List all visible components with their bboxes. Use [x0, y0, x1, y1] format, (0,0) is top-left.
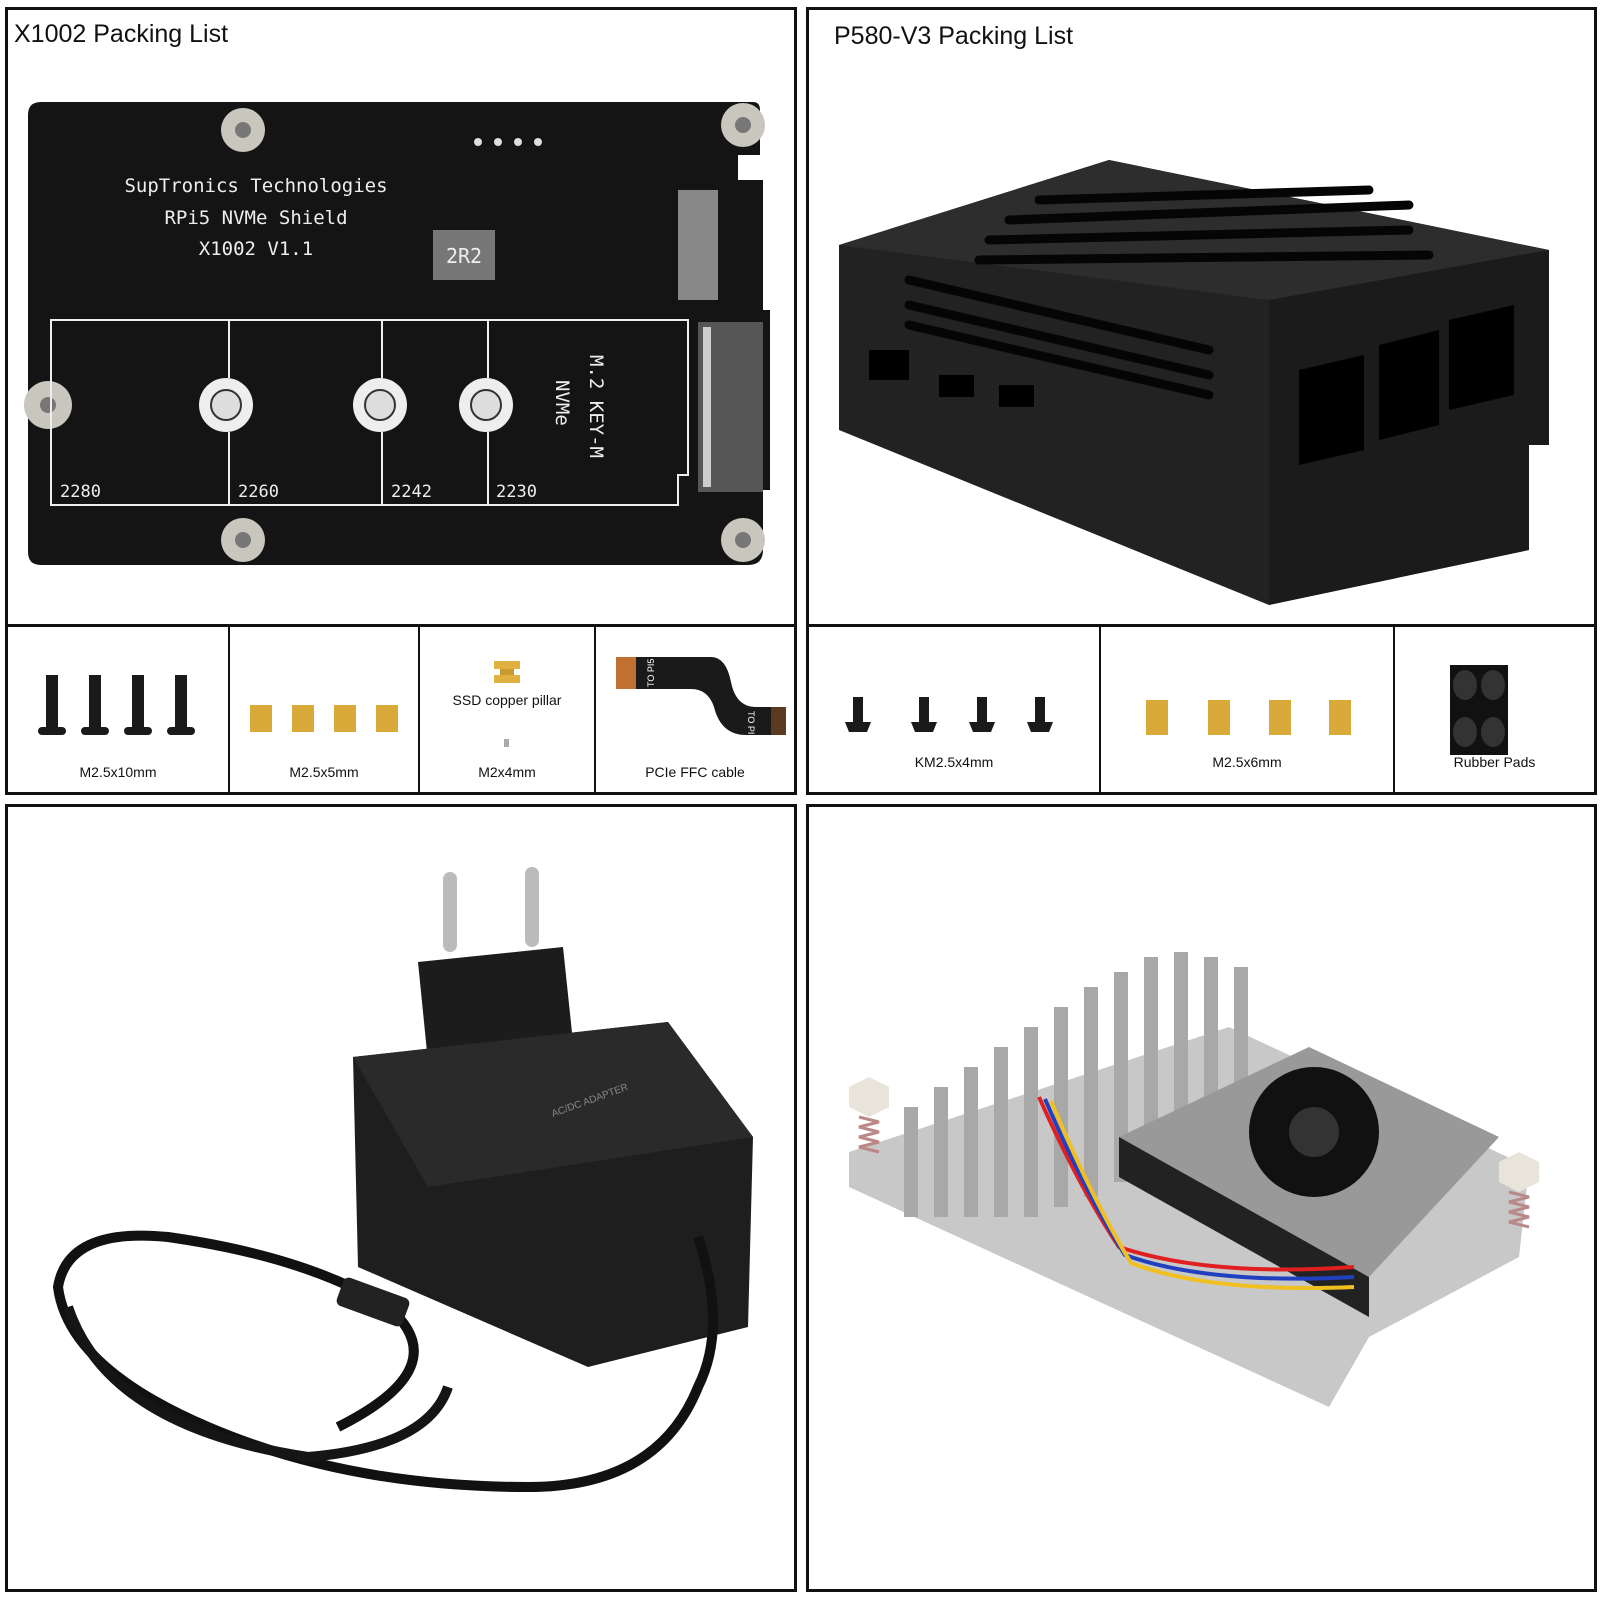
x1002-title: X1002 Packing List	[14, 20, 229, 48]
ffc-cable-icon: TO PI5 TO PIP	[616, 657, 786, 740]
board-text-2: RPi5 NVMe Shield	[164, 207, 347, 229]
item-label: M2.5x10mm	[79, 764, 157, 780]
item-screws-km25x4: KM2.5x4mm	[809, 627, 1101, 792]
item-standoffs-m25x5: M2.5x5mm	[230, 627, 420, 792]
p580-panel: P580-V3 Packing List KM2.5x4mm M2.5x6mm	[806, 7, 1597, 795]
active-cooler-image	[849, 952, 1539, 1407]
item-screws-m25x10: M2.5x10mm	[8, 627, 230, 792]
inductor-label: 2R2	[446, 244, 482, 268]
item-label: M2.5x5mm	[289, 764, 359, 780]
board-text-1: SupTronics Technologies	[124, 175, 387, 197]
item-label: KM2.5x4mm	[914, 754, 994, 770]
cable-end-a: TO PI5	[646, 659, 656, 687]
power-adapter-image: AC/DC ADAPTER	[52, 867, 753, 1493]
x1002-board-image: 2R2 SupTronics Technologies RPi5 NVMe Sh…	[24, 102, 770, 565]
item-rubber-pads: Rubber Pads	[1395, 627, 1594, 792]
size-2230: 2230	[496, 482, 537, 502]
active-cooler-panel	[806, 804, 1597, 1592]
standoff-icon	[1146, 700, 1351, 735]
standoff-icon	[250, 705, 398, 732]
cable-end-b: TO PIP	[746, 711, 756, 740]
pillar-icon	[494, 661, 520, 747]
p580-items: KM2.5x4mm M2.5x6mm Rubber Pads	[809, 624, 1594, 792]
slot-sub: NVMe	[551, 380, 573, 426]
x1002-panel: X1002 Packing List 2R2 SupTronics Techno…	[5, 7, 797, 795]
item-ffc-cable: TO PI5 TO PIP PCIe FFC cable	[596, 627, 794, 792]
size-2242: 2242	[391, 482, 432, 502]
screw-icon	[845, 697, 1053, 732]
size-2260: 2260	[238, 482, 279, 502]
item-ssd-pillar: SSD copper pillar M2x4mm	[420, 627, 596, 792]
item-standoffs-m25x6: M2.5x6mm	[1101, 627, 1395, 792]
case-image	[839, 160, 1549, 605]
size-2280: 2280	[60, 482, 101, 502]
item-label: Rubber Pads	[1453, 754, 1536, 770]
rubber-pads-icon	[1450, 665, 1508, 755]
board-text-3: X1002 V1.1	[199, 238, 313, 260]
p580-title: P580-V3 Packing List	[834, 22, 1074, 50]
power-adapter-panel: AC/DC ADAPTER	[5, 804, 797, 1592]
item-label: M2.5x6mm	[1212, 754, 1282, 770]
x1002-items: M2.5x10mm M2.5x5mm SSD copper pillar M2x…	[8, 624, 794, 792]
screw-icon	[38, 675, 195, 735]
item-label: PCIe FFC cable	[645, 764, 745, 780]
item-label: SSD copper pillar	[452, 692, 562, 708]
slot-label: M.2 KEY-M	[585, 355, 607, 458]
item-label-2: M2x4mm	[478, 764, 536, 780]
